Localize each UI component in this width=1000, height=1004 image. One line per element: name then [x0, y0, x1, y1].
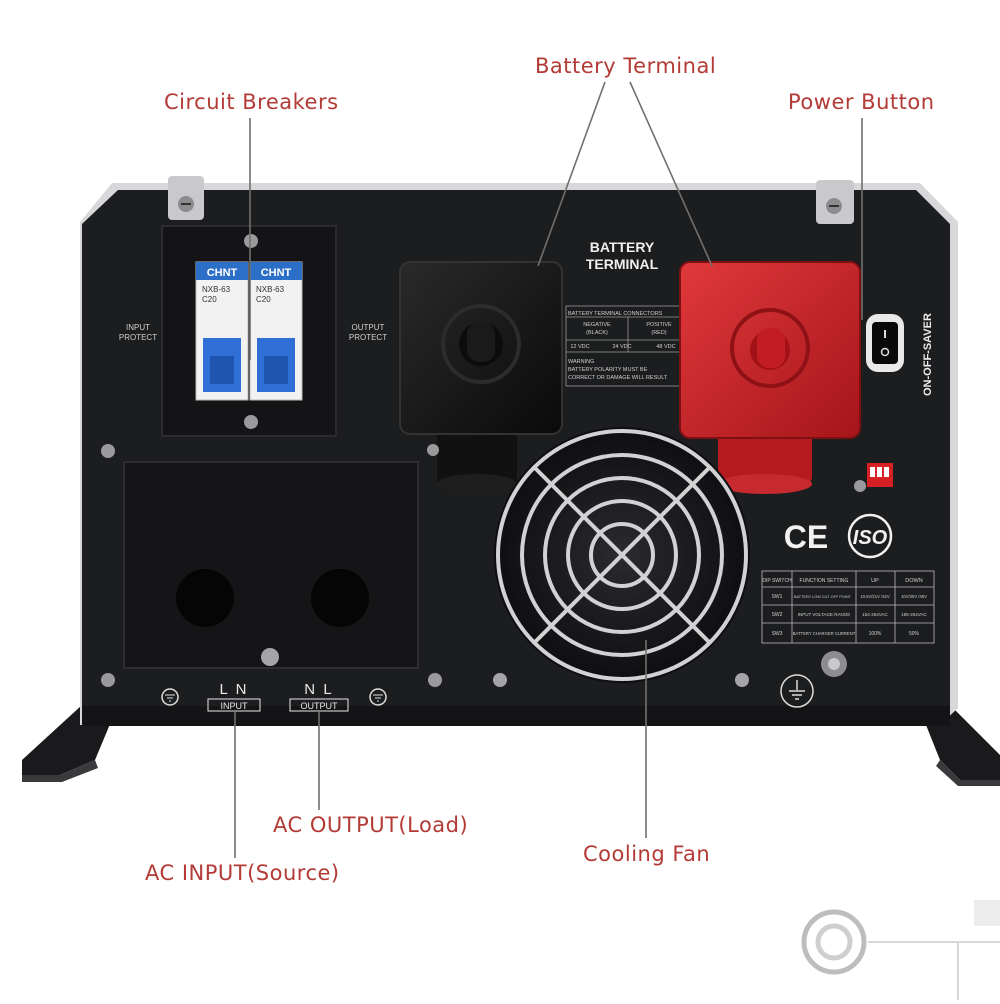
power-button-callout: Power Button: [788, 90, 935, 114]
warning-line-2: CORRECT OR DAMAGE WILL RESULT: [568, 375, 668, 381]
dip-row-1-up: 10.5V/21V /42V: [860, 594, 890, 599]
input-protect-label-2: PROTECT: [119, 333, 157, 342]
callout-leader-lines: [234, 81, 863, 858]
output-protect-label-2: PROTECT: [349, 333, 387, 342]
dip-row-2-function: INPUT VOLTAGE RANGE: [798, 612, 851, 617]
dip-switch[interactable]: [867, 463, 893, 487]
dip-header-down: DOWN: [905, 578, 922, 584]
battery-connector-table: BATTERY TERMINAL CONNECTORS NEGATIVE (BL…: [565, 305, 691, 387]
dip-row-1-function: BATTERY LOW CUT OFF POINT: [794, 595, 852, 599]
battery-terminal-heading: BATTERY: [590, 239, 655, 255]
ac-output-callout: AC OUTPUT(Load): [273, 813, 469, 837]
dip-row-1-switch: SW1: [772, 594, 783, 600]
circuit-breaker-right[interactable]: CHNT NXB-63 C20: [249, 261, 303, 401]
warning-line-1: BATTERY POLARITY MUST BE: [568, 367, 648, 373]
breaker-panel: [161, 225, 337, 437]
top-mounting-tab-left: [168, 176, 204, 220]
cooling-fan: [494, 427, 750, 683]
breaker-brand-label: CHNT: [207, 267, 238, 279]
negative-sub-label: (BLACK): [586, 330, 608, 336]
output-terminal-letters: N L: [304, 681, 332, 698]
dip-switch-settings-table: DIP SWITCH FUNCTION SETTING UP DOWN SW1 …: [761, 570, 935, 644]
dip-header-up: UP: [871, 578, 879, 584]
output-protect-label: OUTPUT: [352, 323, 385, 332]
dip-row-3-function: BATTERY CHARGER CURRENT: [793, 631, 856, 636]
power-button[interactable]: [866, 314, 904, 372]
circuit-breakers-callout: Circuit Breakers: [164, 90, 339, 114]
positive-battery-terminal[interactable]: [679, 261, 861, 494]
ac-output-cable-hole: [311, 569, 369, 627]
dip-header-function: FUNCTION SETTING: [800, 578, 849, 584]
ac-wiring-cover: [123, 461, 419, 669]
dip-row-2-down: 185-264VAC: [901, 612, 927, 617]
breaker-rating-label: C20: [256, 295, 271, 304]
dip-row-3-down: 50%: [909, 631, 920, 637]
battery-table-title: BATTERY TERMINAL CONNECTORS: [568, 311, 663, 317]
circuit-breaker-left[interactable]: CHNT NXB-63 C20: [195, 261, 249, 401]
ac-input-callout: AC INPUT(Source): [145, 861, 340, 885]
top-mounting-tab-right: [816, 180, 854, 224]
breaker-rating-label: C20: [202, 295, 217, 304]
ground-symbol-left: [161, 688, 179, 706]
dip-row-1-down: 10V/20V /40V: [901, 594, 927, 599]
iso-logo: ISO: [847, 513, 893, 559]
breaker-model-label: NXB-63: [256, 285, 285, 294]
dip-row-3-switch: SW3: [772, 631, 783, 637]
input-terminal-label: INPUT: [221, 701, 249, 711]
dip-row-2-switch: SW2: [772, 612, 783, 618]
ac-input-cable-hole: [176, 569, 234, 627]
battery-terminal-heading-2: TERMINAL: [586, 256, 659, 272]
negative-battery-terminal[interactable]: [399, 261, 563, 494]
ce-mark: CE: [784, 519, 828, 555]
dip-header-switch: DIP SWITCH: [762, 578, 792, 584]
battery-terminal-callout: Battery Terminal: [535, 54, 717, 78]
voltage-24: 24 VDC: [612, 344, 631, 350]
voltage-12: 12 VDC: [570, 344, 589, 350]
input-protect-label: INPUT: [126, 323, 150, 332]
positive-label: POSITIVE: [646, 322, 672, 328]
dip-row-3-up: 100%: [869, 631, 882, 637]
dip-row-2-up: 154-264VAC: [862, 612, 888, 617]
warning-title: WARNING: [568, 359, 594, 365]
output-terminal-label: OUTPUT: [301, 701, 339, 711]
svg-text:ISO: ISO: [853, 527, 888, 549]
negative-label: NEGATIVE: [583, 322, 611, 328]
input-terminal-letters: L N: [220, 681, 247, 698]
breaker-brand-label: CHNT: [261, 267, 292, 279]
voltage-48: 48 VDC: [656, 344, 675, 350]
positive-sub-label: (RED): [651, 330, 666, 336]
ground-symbol-right: [369, 688, 387, 706]
cooling-fan-callout: Cooling Fan: [583, 842, 711, 866]
decorative-circle-watermark: [801, 900, 1000, 1000]
breaker-model-label: NXB-63: [202, 285, 231, 294]
ground-stud: [780, 651, 847, 708]
on-off-saver-label: ON-OFF-SAVER: [922, 313, 934, 396]
